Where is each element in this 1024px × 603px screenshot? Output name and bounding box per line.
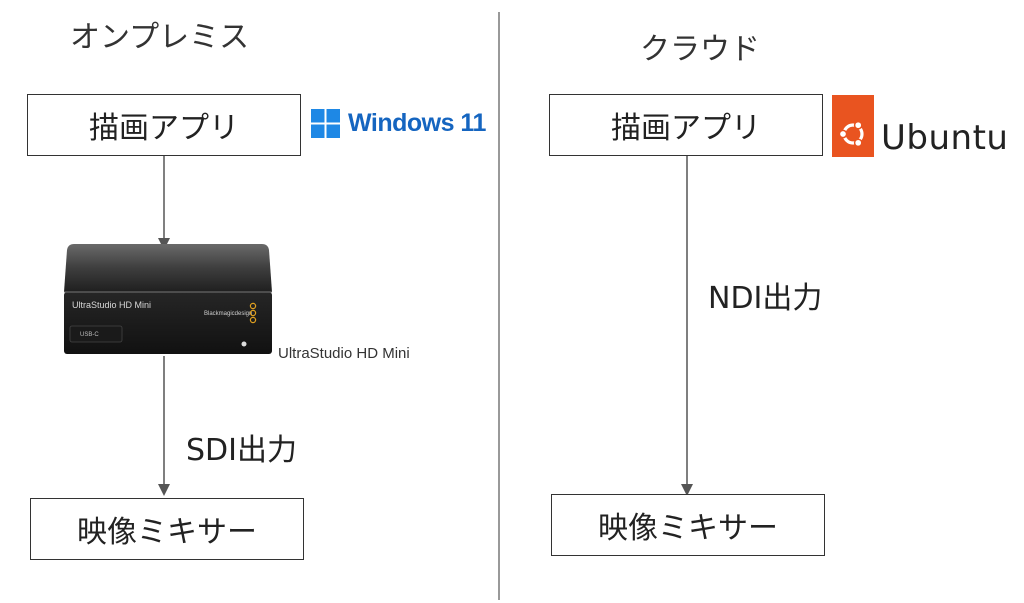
windows-11-text: Windows 11 [348,109,486,137]
column-divider [498,12,500,600]
arrow-right-app-to-mixer [681,156,693,496]
right-app-box: 描画アプリ [549,94,823,156]
device-caption: UltraStudio HD Mini [278,345,410,362]
ultrastudio-hd-mini-device: UltraStudio HD Mini Blackmagicdesign USB… [64,244,272,354]
left-app-box: 描画アプリ [27,94,301,156]
ubuntu-logo: Ubuntu [832,94,1008,158]
sdi-output-label: SDI出力 [186,433,297,468]
windows-icon [311,109,340,138]
arrow-device-to-mixer [158,356,170,496]
right-mixer-box: 映像ミキサー [551,494,825,556]
ndi-output-label: NDI出力 [708,281,823,316]
device-model-text: UltraStudio HD Mini [72,300,151,310]
right-heading: クラウド [640,32,760,67]
windows-11-logo: Windows 11 [311,109,486,138]
device-port-label: USB-C [80,332,99,338]
arrow-app-to-device [158,156,170,250]
left-mixer-box: 映像ミキサー [30,498,304,560]
ubuntu-text: Ubuntu [881,118,1009,158]
device-brand-text: Blackmagicdesign [204,311,252,317]
left-heading: オンプレミス [70,20,250,55]
ubuntu-icon [832,95,874,157]
